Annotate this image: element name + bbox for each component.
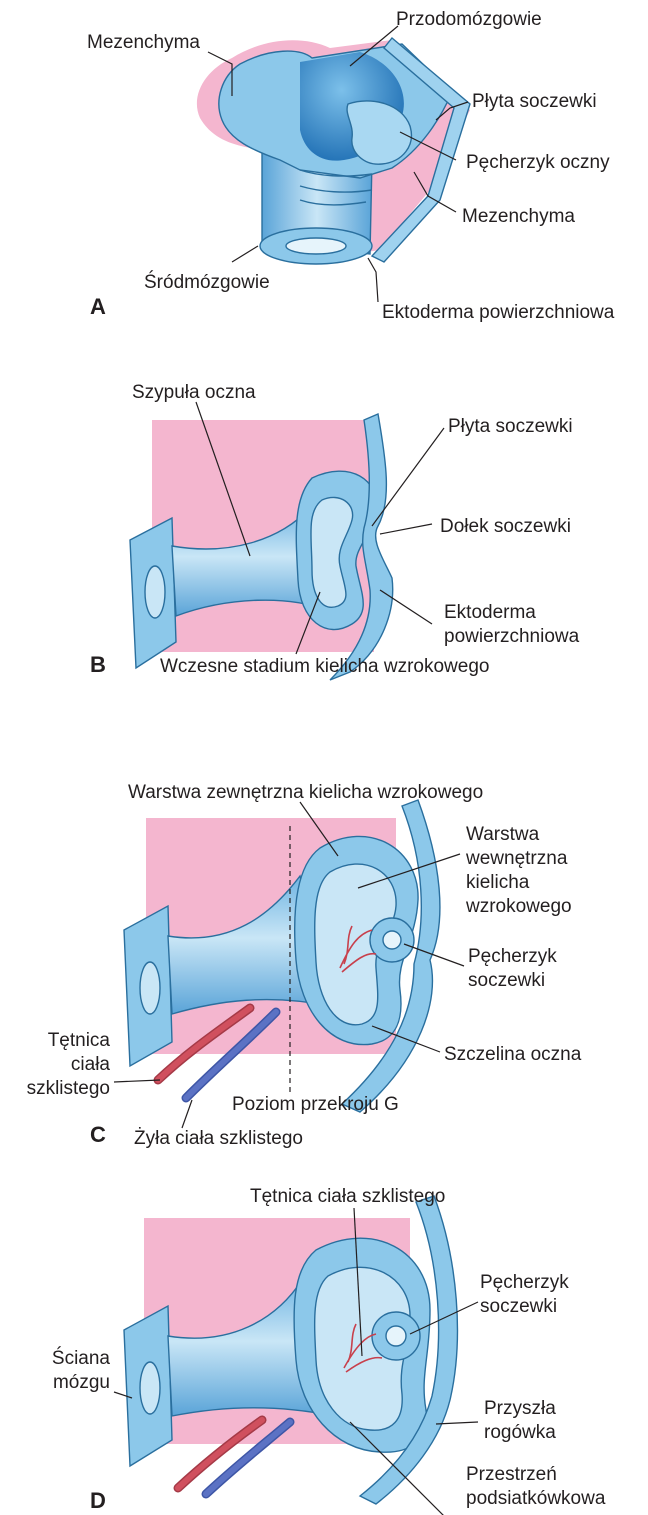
panel-d-brain-wall-opening bbox=[140, 1362, 160, 1414]
leader-a-surface-ectoderm bbox=[368, 258, 378, 302]
panel-c bbox=[124, 800, 440, 1112]
leader-c-hyaloid-vein bbox=[182, 1100, 192, 1128]
panel-a-midbrain-lumen bbox=[286, 238, 346, 254]
leader-b-lens-pit bbox=[380, 524, 432, 534]
panel-d-lens-vesicle-lumen bbox=[386, 1326, 406, 1346]
panel-b-brain-wall-opening bbox=[145, 566, 165, 618]
panel-b bbox=[130, 414, 393, 680]
label-d-brain-wall-2: mózgu bbox=[53, 1372, 110, 1393]
label-a-lens-plate: Płyta soczewki bbox=[472, 91, 597, 112]
label-c-hyaloid-vein: Żyła ciała szklistego bbox=[134, 1128, 303, 1149]
panel-c-brain-wall-opening bbox=[140, 962, 160, 1014]
label-d-subretinal-space-1: Przestrzeń bbox=[466, 1464, 557, 1485]
panel-letter-a: A bbox=[90, 294, 106, 319]
label-b-lens-plate: Płyta soczewki bbox=[448, 416, 573, 437]
label-a-forebrain: Przodomózgowie bbox=[396, 9, 542, 30]
label-d-future-cornea-1: Przyszła bbox=[484, 1398, 556, 1419]
label-d-lens-vesicle-1: Pęcherzyk bbox=[480, 1272, 569, 1293]
label-c-optic-fissure: Szczelina oczna bbox=[444, 1044, 582, 1065]
label-b-optic-stalk: Szypuła oczna bbox=[132, 382, 256, 403]
leader-c-hyaloid-artery bbox=[114, 1080, 160, 1082]
label-c-inner-layer-2: wewnętrzna bbox=[465, 848, 568, 869]
label-c-lens-vesicle-2: soczewki bbox=[468, 970, 545, 991]
label-c-inner-layer-4: wzrokowego bbox=[465, 896, 572, 917]
label-a-mesenchyme-left: Mezenchyma bbox=[87, 32, 200, 53]
label-c-hyaloid-artery-1: Tętnica bbox=[48, 1030, 111, 1051]
label-c-hyaloid-artery-3: szklistego bbox=[27, 1078, 110, 1099]
label-b-lens-pit: Dołek soczewki bbox=[440, 516, 571, 537]
label-c-section-level: Poziom przekroju G bbox=[232, 1094, 399, 1115]
panel-d bbox=[124, 1196, 457, 1504]
label-c-outer-layer: Warstwa zewnętrzna kielicha wzrokowego bbox=[128, 782, 483, 803]
label-a-mesenchyme-right: Mezenchyma bbox=[462, 206, 575, 227]
label-d-lens-vesicle-2: soczewki bbox=[480, 1296, 557, 1317]
panel-a bbox=[197, 38, 470, 264]
label-c-lens-vesicle-1: Pęcherzyk bbox=[468, 946, 557, 967]
label-d-brain-wall-1: Ściana bbox=[52, 1347, 111, 1369]
label-b-surface-ectoderm-2: powierzchniowa bbox=[444, 626, 580, 647]
label-b-early-optic-cup: Wczesne stadium kielicha wzrokowego bbox=[160, 656, 489, 677]
label-a-midbrain: Śródmózgowie bbox=[144, 271, 270, 293]
label-c-inner-layer-3: kielicha bbox=[466, 872, 530, 893]
label-c-inner-layer-1: Warstwa bbox=[466, 824, 540, 845]
leader-a-midbrain bbox=[232, 246, 258, 262]
label-b-surface-ectoderm-1: Ektoderma bbox=[444, 602, 536, 623]
label-a-optic-vesicle: Pęcherzyk oczny bbox=[466, 152, 610, 173]
label-d-hyaloid-artery: Tętnica ciała szklistego bbox=[250, 1186, 445, 1207]
label-d-future-cornea-2: rogówka bbox=[484, 1422, 556, 1443]
label-c-hyaloid-artery-2: ciała bbox=[71, 1054, 111, 1075]
label-d-subretinal-space-2: podsiatkówkowa bbox=[466, 1488, 606, 1509]
panel-letter-d: D bbox=[90, 1488, 106, 1513]
label-a-surface-ectoderm: Ektoderma powierzchniowa bbox=[382, 302, 615, 323]
panel-letter-b: B bbox=[90, 652, 106, 677]
panel-c-lens-vesicle-lumen bbox=[383, 931, 401, 949]
panel-letter-c: C bbox=[90, 1122, 106, 1147]
